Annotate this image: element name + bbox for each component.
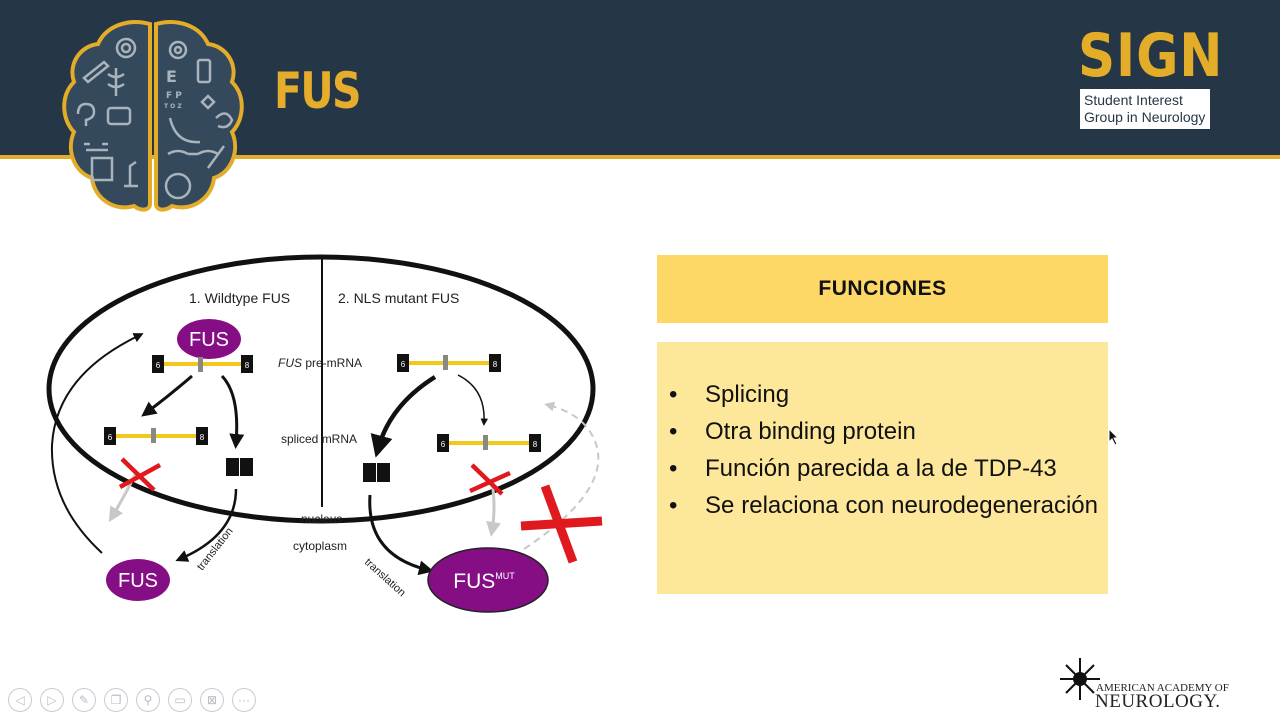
fus-protein-wildtype-cytoplasmic [106,559,170,601]
mutant-label: 2. NLS mutant FUS [338,290,459,306]
arrow-to-spliced-wt [220,374,245,449]
list-item-text: Otra binding protein [705,418,916,445]
arrow-translation-wt [175,488,238,562]
retained-mrna-wildtype: 6 8 [104,427,208,445]
sign-subtitle-box: Student Interest Group in Neurology [1080,89,1210,129]
arrow-to-retained-mutant [457,374,489,426]
svg-text:8: 8 [533,440,538,449]
cross-icon-wt [118,457,162,492]
svg-text:8: 8 [200,433,205,442]
aan-text-line2: NEUROLOGY. [1095,691,1221,712]
bullet-icon: • [669,418,678,445]
bullet-icon: • [669,455,678,482]
nucleus-label: nucleus [301,512,342,526]
zoom-icon[interactable]: ⚲ [136,688,160,712]
sign-logo: SIGN Student Interest Group in Neurology [1078,21,1224,129]
arrow-to-spliced-mutant [370,375,437,458]
arrow-blocked-import-mutant [523,401,600,550]
wildtype-label: 1. Wildtype FUS [189,290,290,306]
svg-text:8: 8 [493,360,498,369]
svg-text:6: 6 [108,433,113,442]
bullet-icon: • [669,381,678,408]
fus-pathway-diagram: 1. Wildtype FUS 2. NLS mutant FUS FUS pr… [46,254,603,613]
sign-subtitle-line1: Student Interest [1084,92,1183,108]
pen-icon[interactable]: ✎ [72,688,96,712]
brain-logo-icon: E F P T O Z [62,20,244,212]
funciones-panel: • Splicing • Otra binding protein • Func… [657,342,1108,594]
mouse-cursor-icon [1108,428,1120,446]
list-item: • Otra binding protein [667,413,1098,450]
list-item: • Se relaciona con neurodegeneración [667,487,1098,524]
list-item: • Función parecida a la de TDP-43 [667,450,1098,487]
next-icon[interactable]: ▷ [40,688,64,712]
funciones-heading: FUNCIONES [657,255,1108,323]
pre-mrna-wildtype: 6 8 [152,355,253,373]
arrow-translation-mutant [368,494,434,576]
svg-text:8: 8 [245,361,250,370]
funciones-list: • Splicing • Otra binding protein • Func… [667,376,1098,524]
arrow-nuclear-import-wt [50,333,144,554]
svg-text:6: 6 [401,360,406,369]
subtitles-icon[interactable]: ▭ [168,688,192,712]
slide-title: FUS [274,62,362,120]
translation-label-mutant: translation [362,556,408,599]
svg-text:F P: F P [166,91,182,101]
svg-text:E: E [166,67,177,86]
sign-subtitle-line2: Group in Neurology [1084,109,1206,125]
cytoplasm-label: cytoplasm [293,539,347,553]
pre-mrna-mutant: 6 8 [397,354,501,372]
retained-mrna-mutant: 6 8 [437,434,541,452]
aan-star-logo-icon [1060,658,1100,700]
aan-text-line1: AMERICAN ACADEMY OF [1096,682,1229,694]
fus-mutant-label: FUSMUT [453,570,515,593]
arrow-to-retained-wt [141,374,193,417]
list-item-text: Se relaciona con neurodegeneración [705,492,1098,519]
spliced-mrna-mutant [363,463,390,482]
more-icon[interactable]: ··· [232,688,256,712]
spliced-mrna-label: spliced mRNA [281,432,357,446]
svg-text:6: 6 [156,361,161,370]
list-item-text: Función parecida a la de TDP-43 [705,455,1057,482]
fus-protein-label: FUS [118,570,158,592]
list-item: • Splicing [667,376,1098,413]
cross-icon-mutant [469,463,511,496]
svg-text:6: 6 [441,440,446,449]
cross-icon-import-block [520,484,603,564]
funciones-heading-text: FUNCIONES [818,277,947,300]
header-accent-line [0,155,1280,159]
pre-mrna-label: FUS pre-mRNA [278,356,362,370]
fus-mutant-protein [427,547,549,613]
sign-wordmark: SIGN [1078,21,1224,91]
spliced-mrna-wildtype [226,458,253,476]
nucleus-membrane [46,254,596,524]
fus-protein-wildtype-nuclear [177,319,241,359]
list-item-text: Splicing [705,381,790,408]
svg-text:T O Z: T O Z [164,103,182,110]
presentation-toolbar: ◁ ▷ ✎ ❐ ⚲ ▭ ⊠ ··· [8,688,256,712]
bullet-icon: • [669,492,678,519]
fus-protein-label: FUS [189,329,229,351]
previous-icon[interactable]: ◁ [8,688,32,712]
camera-off-icon[interactable]: ⊠ [200,688,224,712]
slides-icon[interactable]: ❐ [104,688,128,712]
